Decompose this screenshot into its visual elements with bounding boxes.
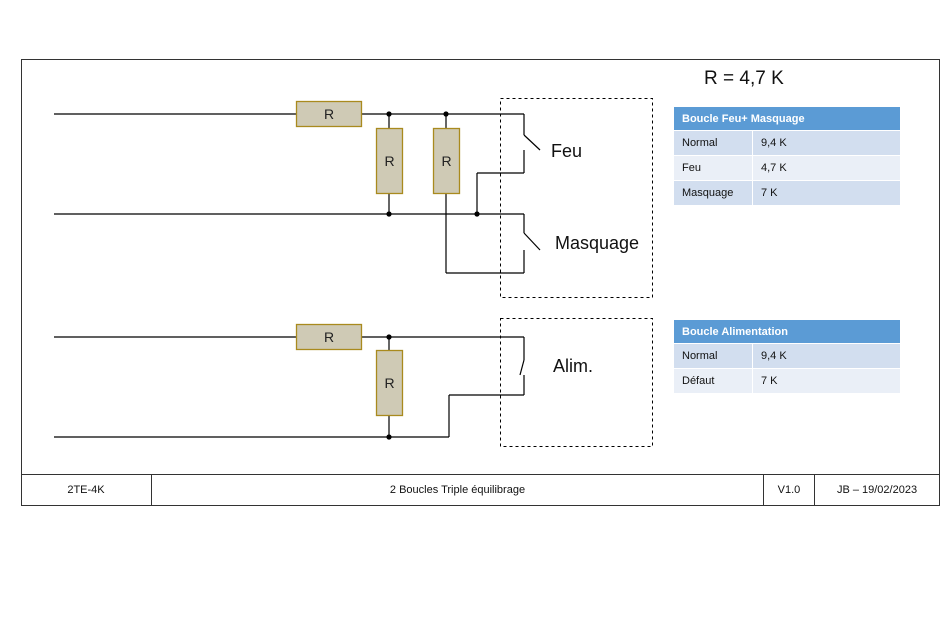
junction-dot <box>386 211 391 216</box>
table-boucle-feu-masquage: Boucle Feu+ Masquage Normal 9,4 K Feu 4,… <box>674 107 900 205</box>
junction-dot <box>443 111 448 116</box>
resistor-label: R <box>441 153 451 169</box>
detector-box-alimentation <box>501 319 653 447</box>
table-row: Feu 4,7 K <box>674 155 900 180</box>
state-cell: Normal <box>674 343 753 368</box>
state-cell: Défaut <box>674 368 753 393</box>
resistor-label: R <box>384 153 394 169</box>
resistor-parallel-1: R <box>377 129 403 194</box>
footer-version: V1.0 <box>764 475 814 506</box>
loop-feu-masquage <box>54 114 540 273</box>
resistor-series-1: R <box>297 102 362 127</box>
footer-reference: 2TE-4K <box>21 475 151 506</box>
table-row: Normal 9,4 K <box>674 130 900 155</box>
state-cell: Normal <box>674 130 753 155</box>
resistor-label: R <box>324 329 334 345</box>
alim-label: Alim. <box>553 356 593 376</box>
loop-alimentation <box>54 337 524 437</box>
masquage-label: Masquage <box>555 233 639 253</box>
junction-dot <box>386 111 391 116</box>
title-block: 2TE-4K 2 Boucles Triple équilibrage V1.0… <box>21 474 939 506</box>
feu-contact-blade <box>524 135 540 150</box>
junction-dot <box>386 334 391 339</box>
junction-dot <box>386 434 391 439</box>
value-cell: 9,4 K <box>753 130 900 155</box>
table-row: Défaut 7 K <box>674 368 900 393</box>
resistor-parallel-2: R <box>434 129 460 194</box>
resistor-parallel-3: R <box>377 351 403 416</box>
value-cell: 9,4 K <box>753 343 900 368</box>
table-row: Masquage 7 K <box>674 180 900 205</box>
value-cell: 4,7 K <box>753 155 900 180</box>
resistor-label: R <box>324 106 334 122</box>
value-cell: 7 K <box>753 368 900 393</box>
footer-description: 2 Boucles Triple équilibrage <box>152 475 763 506</box>
detector-box-feu-masquage <box>501 99 653 298</box>
table-row: Normal 9,4 K <box>674 343 900 368</box>
masquage-contact-blade <box>524 233 540 250</box>
resistor-series-2: R <box>297 325 362 350</box>
resistor-value-title: R = 4,7 K <box>704 68 784 89</box>
table-title: Boucle Feu+ Masquage <box>674 107 900 130</box>
resistor-label: R <box>384 375 394 391</box>
state-cell: Feu <box>674 155 753 180</box>
table-title: Boucle Alimentation <box>674 320 900 343</box>
table-boucle-alimentation: Boucle Alimentation Normal 9,4 K Défaut … <box>674 320 900 393</box>
junction-dot <box>474 211 479 216</box>
value-cell: 7 K <box>753 180 900 205</box>
alim-contact-blade <box>520 360 524 375</box>
feu-label: Feu <box>551 141 582 161</box>
footer-author-date: JB – 19/02/2023 <box>815 475 939 506</box>
state-cell: Masquage <box>674 180 753 205</box>
